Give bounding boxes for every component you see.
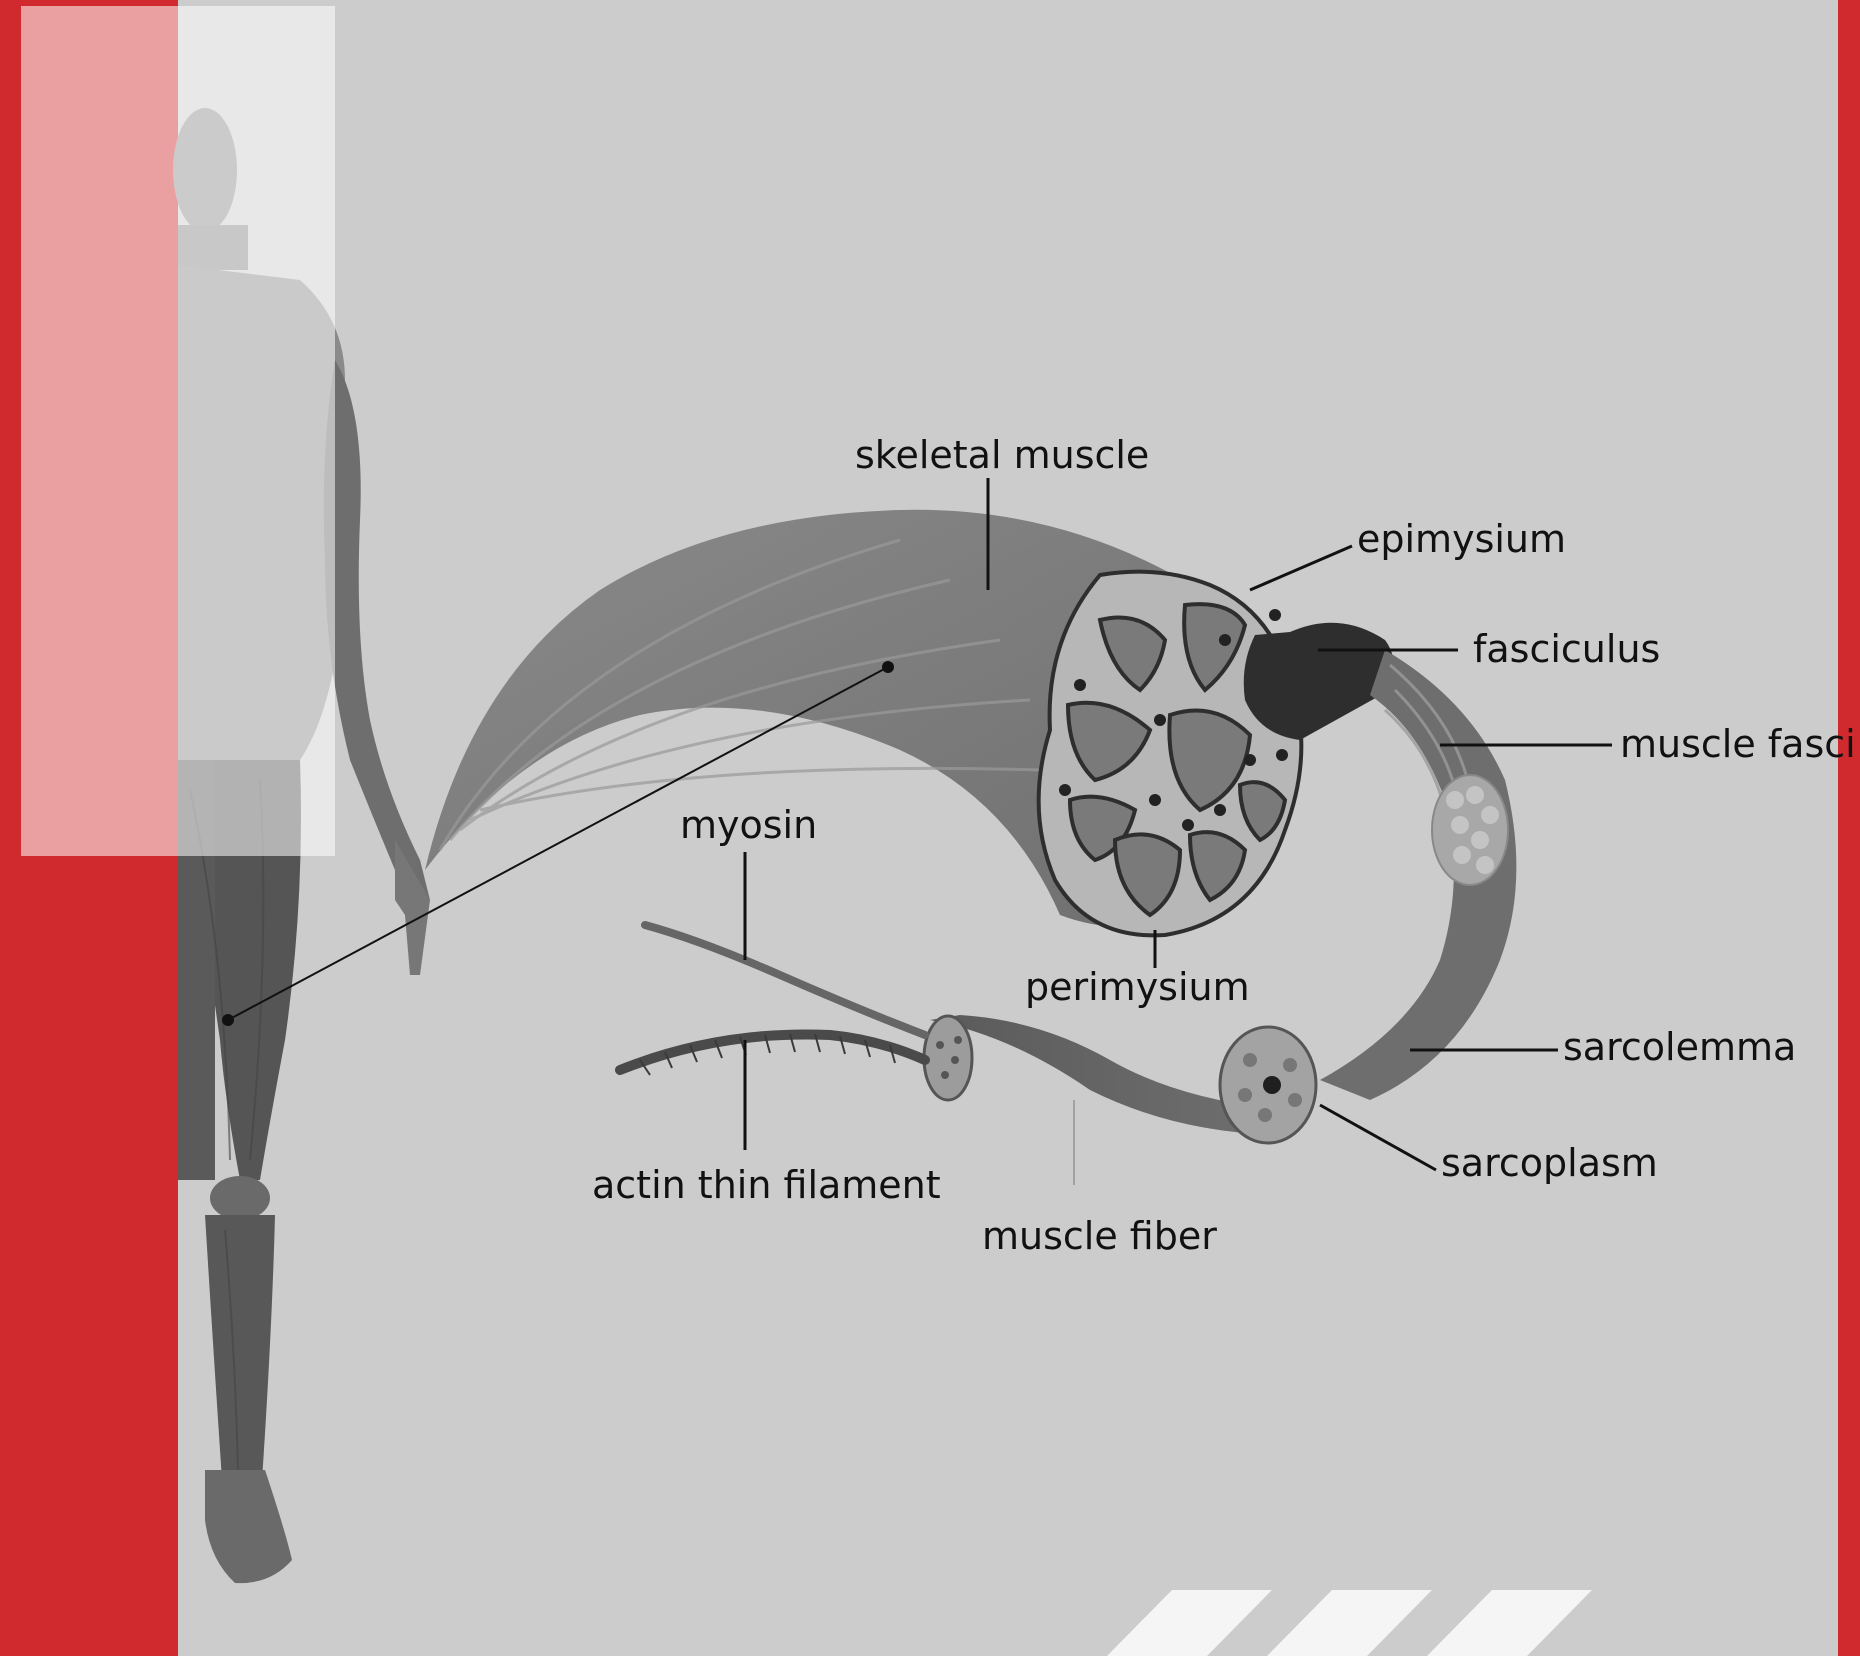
label-skeletal-muscle: skeletal muscle <box>855 433 1149 477</box>
label-muscle-fascicle: muscle fasci <box>1620 722 1856 766</box>
overlay-panel <box>21 6 335 856</box>
label-sarcoplasm: sarcoplasm <box>1441 1141 1658 1185</box>
label-perimysium: perimysium <box>1025 965 1250 1009</box>
decorative-stripes <box>1107 1590 1592 1656</box>
label-actin-thin-filament: actin thin filament <box>592 1163 941 1207</box>
myosin-filament <box>645 925 925 1035</box>
muscle-fiber-shape <box>924 1015 1316 1143</box>
muscle-fascicle-bundle <box>1320 650 1516 1100</box>
label-sarcolemma: sarcolemma <box>1563 1025 1796 1069</box>
actin-filament <box>620 1034 925 1075</box>
fasciculus-sheath <box>1244 623 1394 740</box>
muscle-cross-section <box>1039 572 1302 936</box>
label-epimysium: epimysium <box>1357 517 1566 561</box>
label-muscle-fiber: muscle fiber <box>982 1214 1217 1258</box>
label-fasciculus: fasciculus <box>1473 627 1660 671</box>
label-myosin: myosin <box>680 803 817 847</box>
